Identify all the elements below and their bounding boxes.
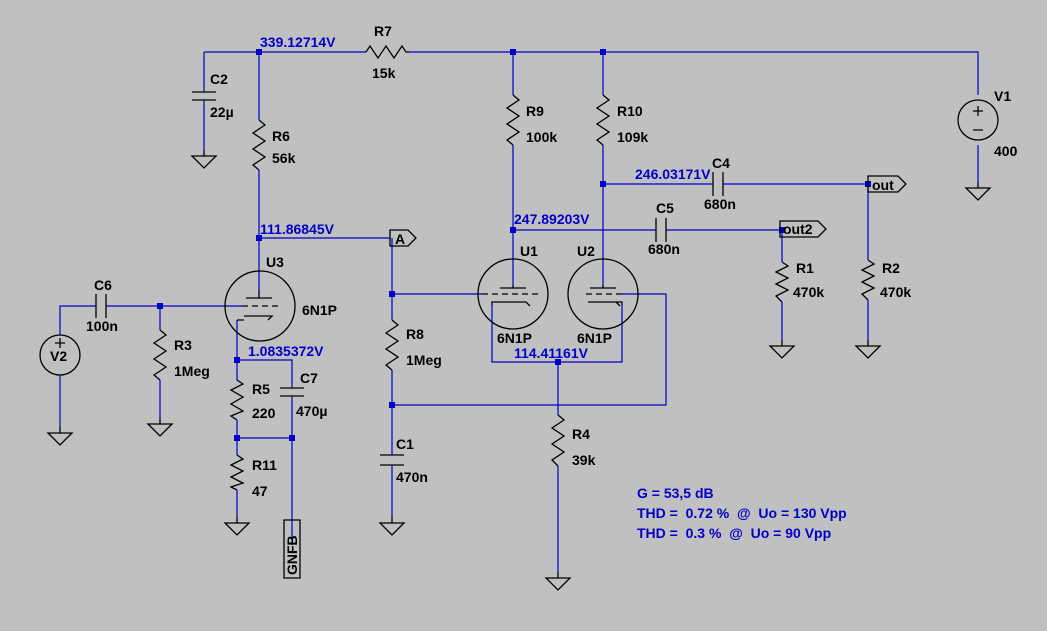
voltage-source-v1-symbol[interactable] [957,99,999,141]
r7-ref: R7 [374,23,392,39]
resistor-r8-symbol[interactable] [384,319,400,371]
c4-ref: C4 [712,155,730,171]
resistor-r10-symbol[interactable] [595,94,611,146]
resistor-r9-symbol[interactable] [505,94,521,146]
voltage-source-v2-symbol[interactable] [39,334,81,376]
svg-text:GNFB: GNFB [284,535,300,575]
note-thd-90: THD = 0.3 % @ Uo = 90 Vpp [637,525,831,541]
c6-value: 100n [86,318,118,334]
net-label-out2[interactable]: out2 [779,220,827,238]
resistor-r7-symbol[interactable] [365,44,410,60]
capacitor-c2-symbol[interactable] [192,91,216,101]
resistor-r2-symbol[interactable] [860,259,876,301]
net-label-gnfb[interactable]: GNFB [283,519,301,579]
voltage-u3-plate: 111.86845V [260,221,335,237]
c4-value: 680n [704,196,736,212]
capacitor-c5-symbol[interactable] [655,218,667,242]
svg-text:out: out [872,177,894,193]
r2-value: 470k [880,284,911,300]
triode-u3-symbol[interactable] [224,270,296,342]
resistor-r5-symbol[interactable] [229,379,245,421]
c7-ref: C7 [300,370,318,386]
r9-ref: R9 [526,103,544,119]
capacitor-c4-symbol[interactable] [712,172,724,196]
c2-value: 22µ [210,104,234,120]
svg-text:A: A [395,231,405,247]
u3-value: 6N1P [302,302,337,318]
simulation-notes: G = 53,5 dB THD = 0.72 % @ Uo = 130 Vpp … [637,485,847,541]
r7-value: 15k [372,65,396,81]
resistor-r6-symbol[interactable] [251,119,267,171]
c5-value: 680n [648,241,680,257]
capacitor-c6-symbol[interactable] [95,294,107,318]
r4-value: 39k [572,452,596,468]
u3-ref: U3 [266,254,284,270]
resistor-r4-symbol[interactable] [550,414,566,467]
voltage-u3-cathode: 1.0835372V [248,343,324,359]
resistor-r11-symbol[interactable] [229,454,245,491]
note-gain: G = 53,5 dB [637,485,714,501]
capacitor-c1-symbol[interactable] [380,454,404,466]
triode-u1-symbol[interactable] [477,258,549,330]
r5-ref: R5 [252,381,270,397]
v2-ref: V2 [50,348,67,364]
r1-value: 470k [793,284,824,300]
component-labels: R7 15k C2 22µ R6 56k R9 100k R10 109k V1… [50,23,1018,499]
net-label-out[interactable]: out [867,175,907,193]
r2-ref: R2 [882,260,900,276]
r1-ref: R1 [796,260,814,276]
r11-ref: R11 [252,457,277,473]
v1-ref: V1 [994,88,1011,104]
c2-ref: C2 [210,71,228,87]
svg-text:out2: out2 [783,221,813,237]
c1-value: 470n [396,469,428,485]
u2-value: 6N1P [577,330,612,346]
r9-value: 100k [526,129,557,145]
voltage-u1-plate: 247.89203V [514,211,590,227]
triode-u2-symbol[interactable] [567,258,639,330]
r10-ref: R10 [617,103,643,119]
r6-value: 56k [272,150,296,166]
voltage-cathodes: 114.41161V [514,345,589,361]
r11-value: 47 [252,483,268,499]
c6-ref: C6 [94,277,112,293]
r8-ref: R8 [406,326,424,342]
capacitor-c7-symbol[interactable] [280,387,304,397]
resistor-r1-symbol[interactable] [774,261,790,303]
voltage-u2-plate: 246.03171V [635,166,711,182]
c7-value: 470µ [296,403,327,419]
r5-value: 220 [252,405,276,421]
u2-ref: U2 [577,243,595,259]
c5-ref: C5 [656,200,674,216]
junction-dots [157,49,871,441]
net-label-a[interactable]: A [389,229,417,247]
r3-value: 1Meg [174,363,210,379]
u1-ref: U1 [520,243,538,259]
r6-ref: R6 [272,128,290,144]
u1-value: 6N1P [497,330,532,346]
r4-ref: R4 [572,426,590,442]
resistor-r3-symbol[interactable] [152,329,168,381]
c1-ref: C1 [396,436,414,452]
node-voltage-labels: 339.12714V 111.86845V 1.0835372V 247.892… [248,34,711,361]
r3-ref: R3 [174,337,192,353]
note-thd-130: THD = 0.72 % @ Uo = 130 Vpp [637,505,847,521]
v1-value: 400 [994,143,1018,159]
voltage-supply: 339.12714V [260,34,336,50]
r8-value: 1Meg [406,352,442,368]
wires [59,51,979,572]
r10-value: 109k [617,129,648,145]
